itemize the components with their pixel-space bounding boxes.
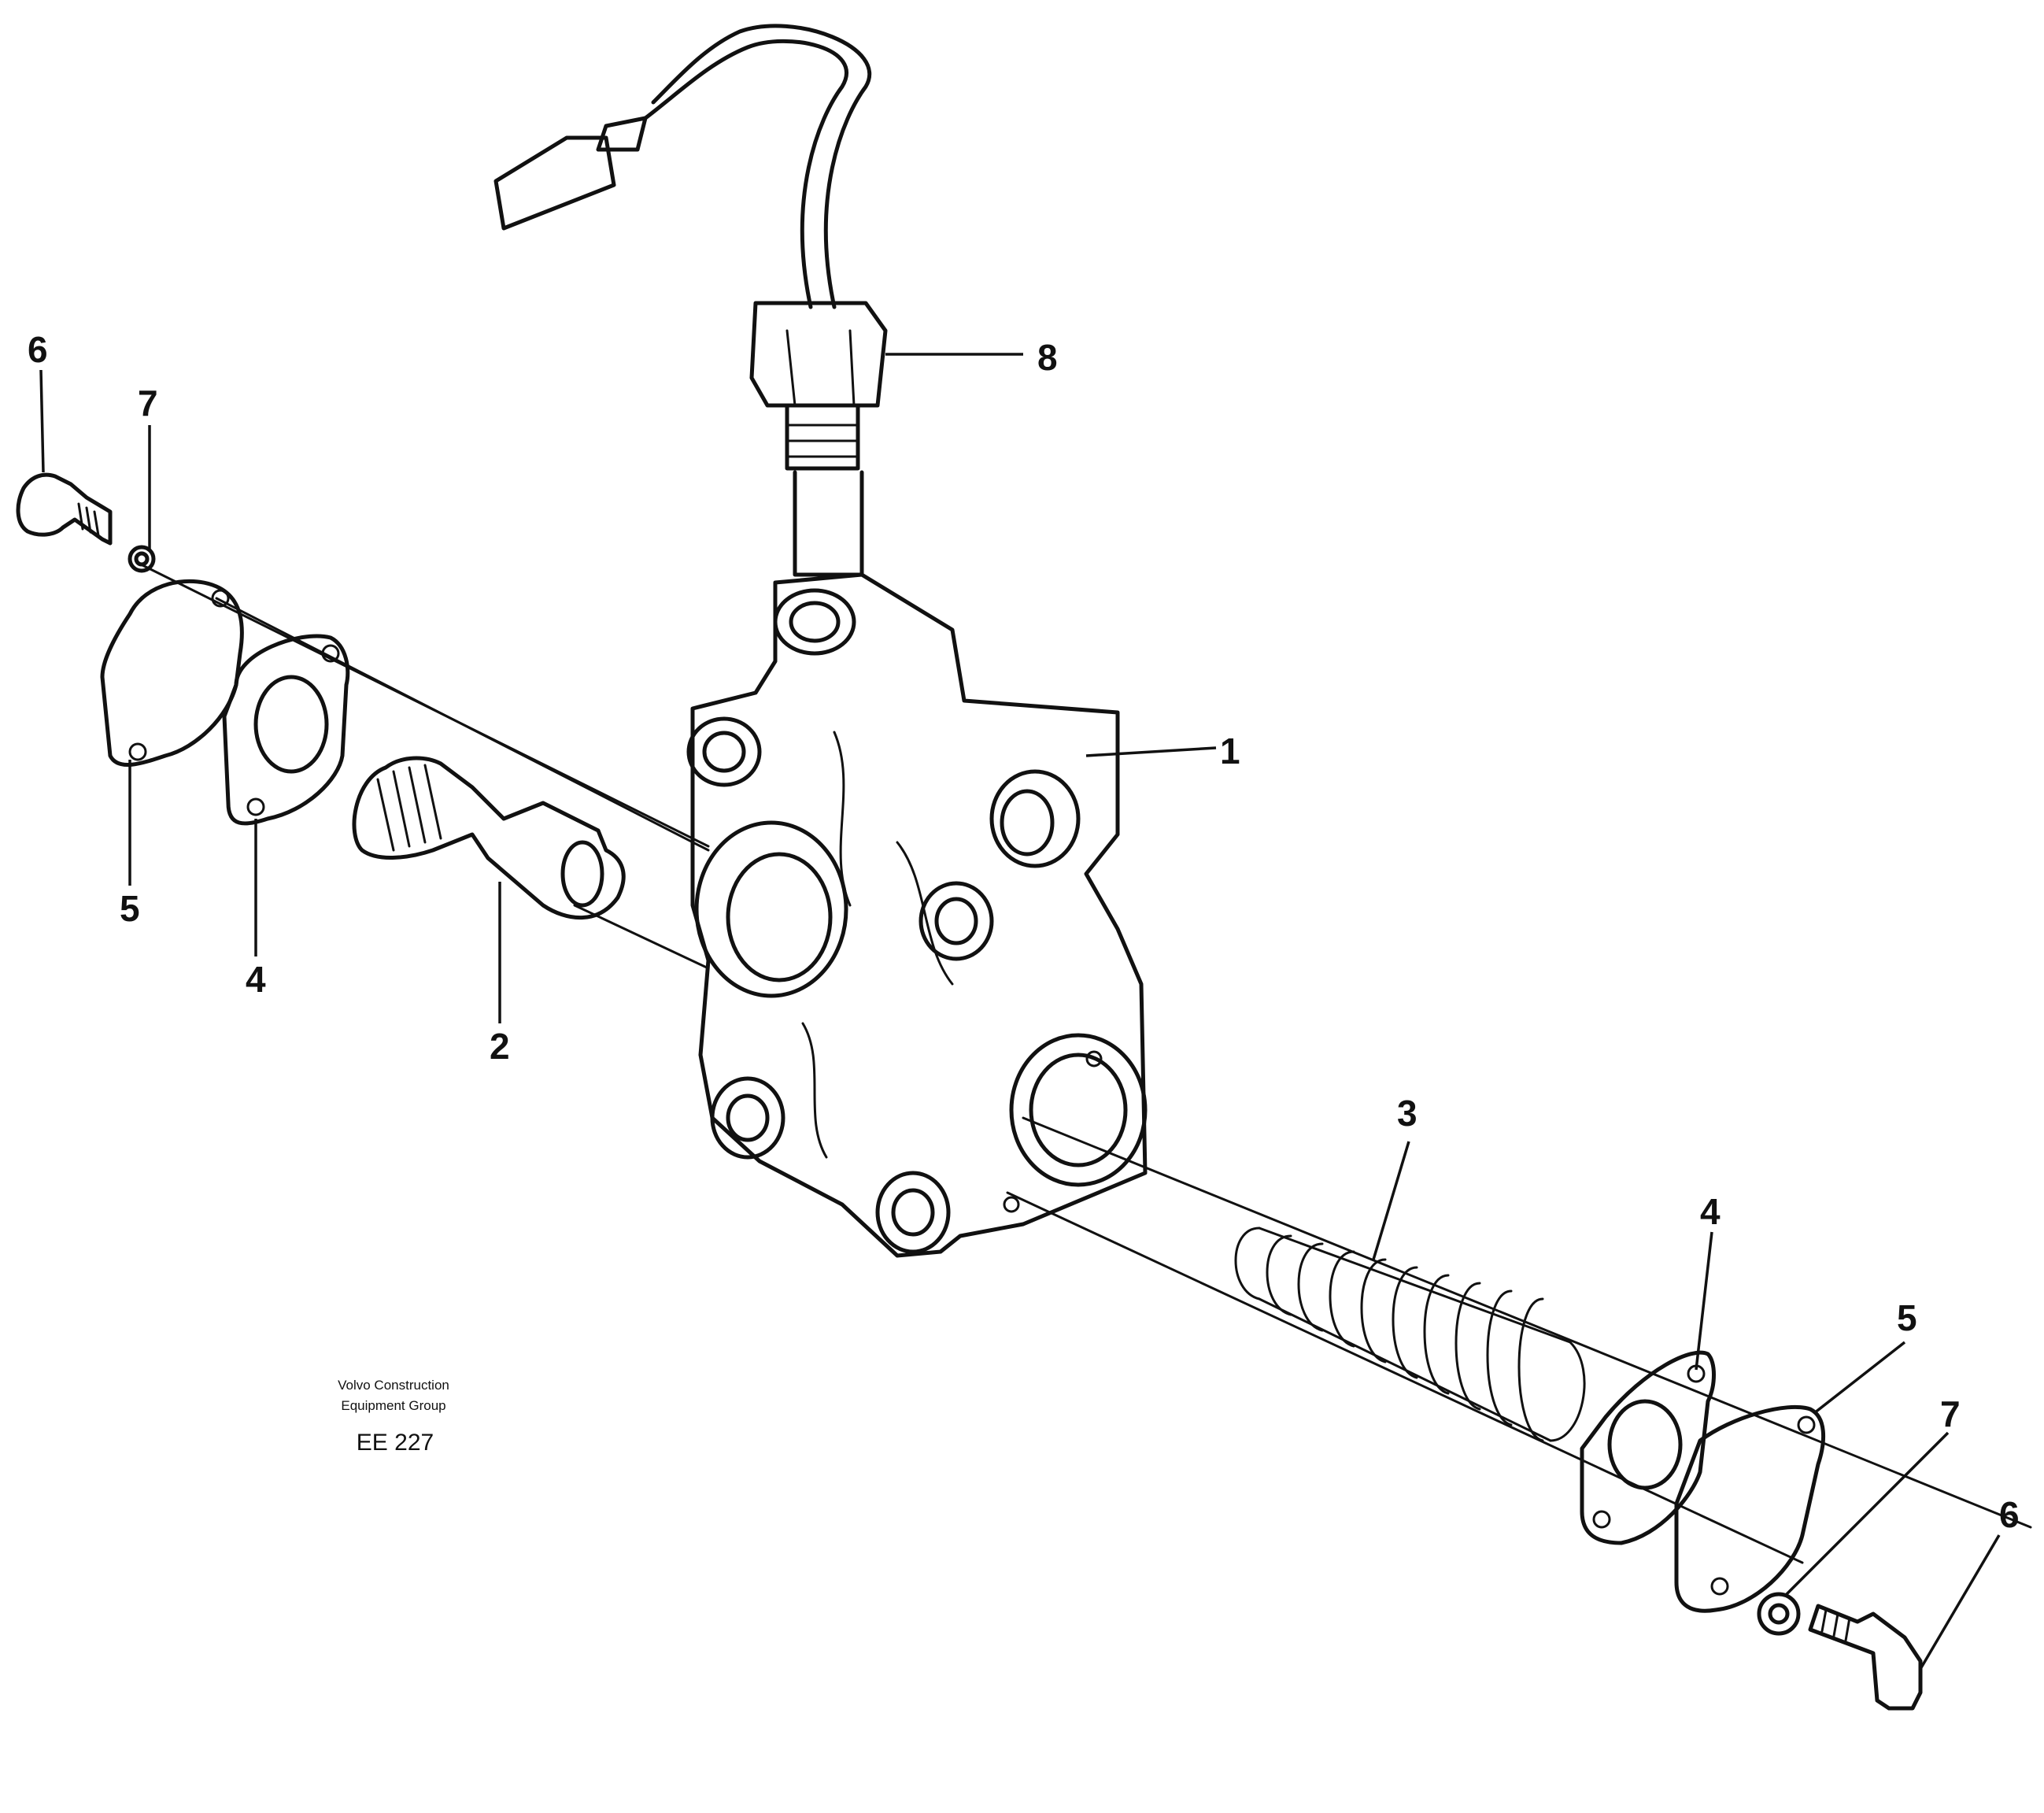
callout-5-left: 5 — [120, 888, 140, 929]
right-cover-assembly — [1580, 1350, 1923, 1711]
callout-6-left: 6 — [28, 329, 48, 370]
drawing-reference: EE 227 — [357, 1430, 434, 1456]
credit-line-2: Equipment Group — [341, 1398, 445, 1413]
callout-7-right: 7 — [1940, 1393, 1961, 1434]
callout-4-right: 4 — [1700, 1191, 1721, 1232]
part-3-spring — [1234, 1227, 1586, 1442]
leader-lines — [39, 353, 2001, 1670]
callout-labels: 1 2 3 4 4 5 5 6 6 7 7 8 — [28, 329, 2020, 1535]
callout-3: 3 — [1397, 1093, 1417, 1134]
credit-line-1: Volvo Construction — [338, 1378, 449, 1393]
part-2-spool — [352, 756, 626, 920]
callout-7-left: 7 — [138, 383, 158, 424]
alignment-lines — [136, 561, 2032, 1564]
callout-4-left: 4 — [246, 959, 266, 1000]
left-cover-assembly — [16, 472, 350, 826]
callout-8: 8 — [1037, 337, 1058, 378]
callout-1: 1 — [1220, 731, 1240, 771]
publisher-credit: Volvo Construction Equipment Group EE 22… — [338, 1378, 449, 1456]
part-8-sensor — [493, 24, 888, 577]
callout-6-right: 6 — [1999, 1494, 2020, 1535]
callout-2: 2 — [490, 1026, 510, 1067]
part-1-valve-housing — [686, 572, 1148, 1258]
callout-5-right: 5 — [1897, 1297, 1917, 1338]
